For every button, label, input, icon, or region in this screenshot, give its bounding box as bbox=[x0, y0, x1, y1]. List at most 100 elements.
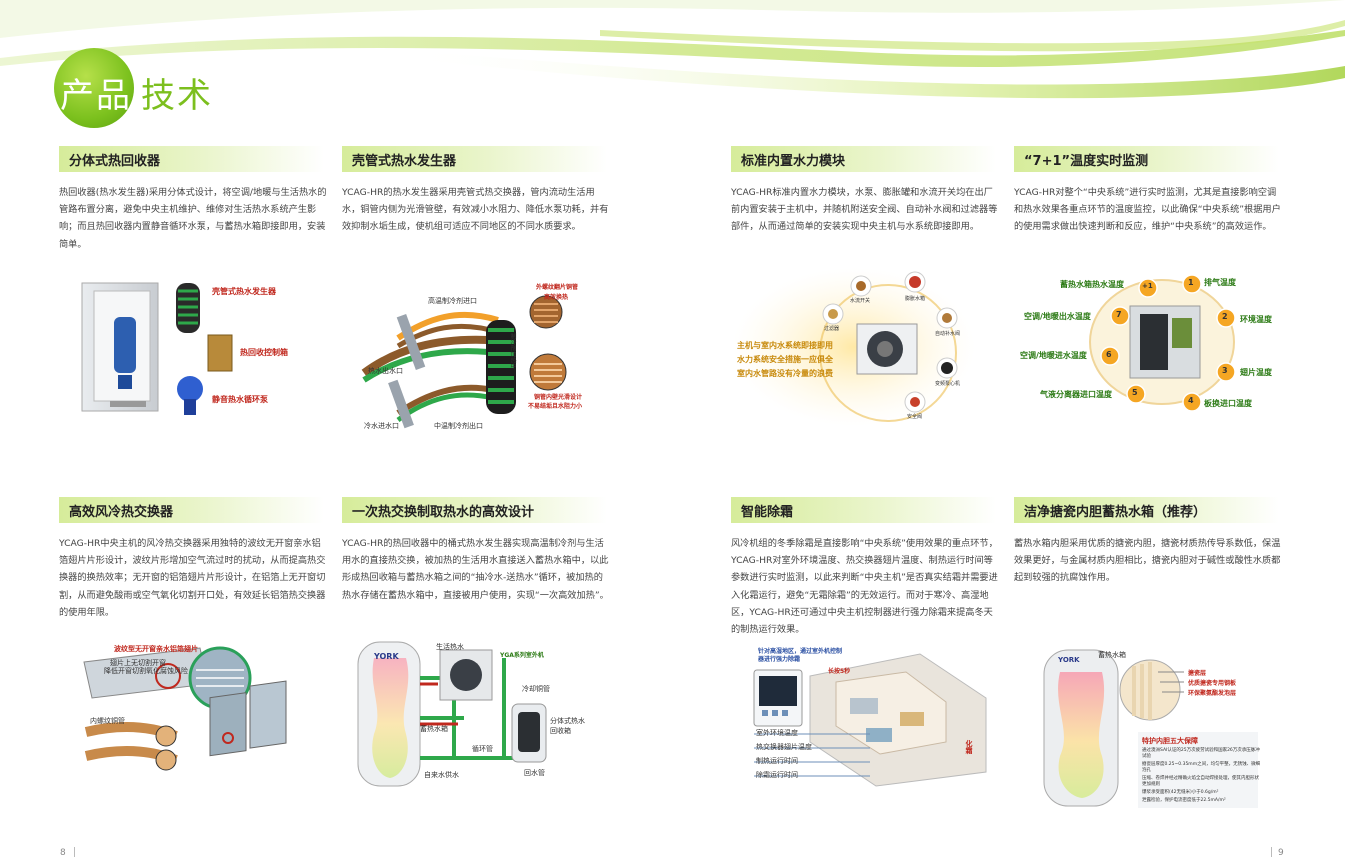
figure-caption: 室内水管路没有冷量的浪费 bbox=[737, 369, 833, 378]
temp-label: 空调/地暖出水温度 bbox=[1024, 312, 1091, 321]
figure-label: 不易结垢且水阻力小 bbox=[528, 403, 583, 410]
section-title-bar: 高效风冷热交换器 bbox=[59, 497, 324, 523]
section-smart-defrost: 智能除霜 风冷机组的冬季除霜是直接影响“中央系统”使用效果的重点环节，YCAG-… bbox=[731, 497, 1001, 638]
section-enamel-tank: 洁净搪瓷内胆蓄热水箱（推荐） 蓄热水箱内胆采用优质的搪瓷内胆，搪瓷材质热传导系数… bbox=[1014, 497, 1284, 587]
section-body: YCAG-HR的热回收器中的桶式热水发生器实现高温制冷剂与生活用水的直接热交换，… bbox=[342, 538, 609, 601]
figure-detail: 爆浆承受面积(42无缝米)小于0.6g/m² bbox=[1142, 790, 1219, 795]
figure-heat-recovery-unit: 壳管式热水发生器 热回收控制箱 静音热水循环泵 bbox=[80, 277, 312, 427]
figure-label: 热交换器翅片温度 bbox=[756, 743, 812, 751]
section-title-bar: 一次热交换制取热水的高效设计 bbox=[342, 497, 607, 523]
section-title-bar: 标准内置水力模块 bbox=[731, 146, 996, 172]
section-title: “7+1”温度实时监测 bbox=[1024, 154, 1149, 169]
temperature-diagram bbox=[1089, 274, 1236, 412]
figure-label: 过滤器 bbox=[824, 326, 840, 332]
temp-label: 板换进口温度 bbox=[1204, 399, 1252, 408]
figure-caption: 主机与室内水系统即接即用 bbox=[737, 341, 833, 350]
section-title: 壳管式热水发生器 bbox=[352, 154, 457, 169]
figure-label: 翅片上无切割开窗 bbox=[110, 659, 166, 667]
figure-label: 制热运行时间 bbox=[756, 757, 798, 765]
figure-label: 室外环境温度 bbox=[756, 729, 798, 737]
brand-logo: YORK bbox=[1058, 656, 1080, 664]
section-title-bar: “7+1”温度实时监测 bbox=[1014, 146, 1279, 172]
figure-detail: 通过澳洲SAI认证的25万次疲劳试验和国家26万次承压脉冲试验 bbox=[1142, 748, 1260, 759]
figure-label: 生活热水 bbox=[436, 643, 464, 651]
temp-label: 空调/地暖进水温度 bbox=[1020, 351, 1087, 360]
figure-label: 降低开窗切割氧化腐蚀风险 bbox=[104, 667, 188, 675]
header-title-part1: 产品 bbox=[60, 76, 132, 116]
figure-label: 水流开关 bbox=[850, 298, 871, 304]
section-single-heat-exchange: 一次热交换制取热水的高效设计 YCAG-HR的热回收器中的桶式热水发生器实现高温… bbox=[342, 497, 612, 604]
section-body: YCAG-HR标准内置水力模块，水泵、膨胀罐和水流开关均在出厂前内置安装于主机中… bbox=[731, 187, 998, 233]
badge-number: 3 bbox=[1222, 366, 1228, 375]
page-divider bbox=[1271, 847, 1272, 857]
figure-label: 化霜 bbox=[965, 740, 973, 754]
section-body: YCAG-HR中央主机的风冷热交换器采用独特的波纹无开窗亲水铝箔翅片片形设计，波… bbox=[59, 538, 326, 618]
section-title-bar: 分体式热回收器 bbox=[59, 146, 324, 172]
section-title: 分体式热回收器 bbox=[69, 154, 161, 169]
badge-number: 2 bbox=[1222, 312, 1228, 321]
section-title: 洁净搪瓷内胆蓄热水箱（推荐） bbox=[1024, 505, 1207, 520]
section-title: 智能除霜 bbox=[741, 505, 794, 520]
section-body: 热回收器(热水发生器)采用分体式设计，将空调/地暖与生活热水的管路布置分离，避免… bbox=[59, 187, 327, 250]
figure-label: 制冷剂加热中 bbox=[509, 333, 516, 369]
figure-label: 安全阀 bbox=[907, 414, 923, 420]
section-body: YCAG-HR对整个“中央系统”进行实时监测，尤其是直接影响空调和热水效果各重点… bbox=[1014, 187, 1281, 233]
temp-label: 气液分离器进口温度 bbox=[1040, 390, 1112, 399]
figure-label: 环保聚氨酯发泡层 bbox=[1188, 690, 1237, 697]
header-logo bbox=[54, 48, 140, 130]
figure-label: 自来水供水 bbox=[424, 771, 459, 779]
section-body: 风冷机组的冬季除霜是直接影响“中央系统”使用效果的重点环节，YCAG-HR对室外… bbox=[731, 538, 998, 636]
section-title: 标准内置水力模块 bbox=[741, 154, 846, 169]
figure-label: 分体式热水回收箱 bbox=[550, 717, 585, 735]
figure-shell-tube-generator: 高温制冷剂进口 外螺纹翻片铜管 高效换热 热水出水口 铜管内壁光滑设计 不易结垢… bbox=[358, 278, 594, 436]
figure-label: 自动补水阀 bbox=[935, 331, 961, 337]
section-hydraulic-module: 标准内置水力模块 YCAG-HR标准内置水力模块，水泵、膨胀罐和水流开关均在出厂… bbox=[731, 146, 1001, 236]
section-title-bar: 壳管式热水发生器 bbox=[342, 146, 607, 172]
figure-smart-defrost: 针对高湿地区，通过室外机控制器进行强力除霜 长按5秒 室外环境温度 热交换器翅片… bbox=[750, 642, 990, 788]
badge-number: 7 bbox=[1116, 310, 1122, 319]
shell-tube-illustration bbox=[361, 295, 567, 429]
figure-detail: 泄露检验，保护电流密度低于22.5mA/m² bbox=[1142, 798, 1226, 803]
figure-label: 变频泵心机 bbox=[935, 381, 961, 387]
heat-exchanger-illustration bbox=[83, 646, 287, 771]
figure-label: 铜管内壁光滑设计 bbox=[534, 394, 583, 401]
figure-label: 热回收控制箱 bbox=[240, 348, 288, 357]
section-body: 蓄热水箱内胆采用优质的搪瓷内胆，搪瓷材质热传导系数低，保温效果更好，与金属材质内… bbox=[1014, 538, 1281, 584]
figure-hydraulic-module: 主机与室内水系统即接即用 水力系统安全措施一应俱全 室内水管路没有冷量的浪费 水… bbox=[733, 268, 975, 426]
section-title: 高效风冷热交换器 bbox=[69, 505, 174, 520]
badge-number: 1 bbox=[1188, 278, 1194, 287]
figure-label: 针对高湿地区，通过室外机控制器进行强力除霜 bbox=[758, 648, 843, 663]
figure-enamel-tank: YORK 蓄热水箱 搪瓷层 优质搪瓷专用钢板 环保聚氨酯发泡层 特护内胆五大保障… bbox=[1038, 646, 1266, 810]
section-shell-tube-generator: 壳管式热水发生器 YCAG-HR的热水发生器采用壳管式热交换器，管内流动生活用水… bbox=[342, 146, 612, 236]
figure-label: 长按5秒 bbox=[828, 668, 851, 675]
badge-number: 6 bbox=[1106, 350, 1112, 359]
header-title-part2: 技术 bbox=[141, 76, 213, 116]
figure-label: 静音热水循环泵 bbox=[212, 395, 268, 404]
figure-caption: 水力系统安全措施一应俱全 bbox=[737, 355, 833, 364]
figure-label: 外螺纹翻片铜管 bbox=[536, 284, 579, 291]
temp-label: 翅片温度 bbox=[1240, 368, 1272, 377]
figure-label: 冷水进水口 bbox=[364, 422, 399, 430]
figure-label: 高温制冷剂进口 bbox=[428, 297, 477, 305]
figure-label: 蓄热水箱 bbox=[1098, 651, 1126, 659]
leaf-circle-icon bbox=[54, 48, 134, 128]
temp-label: 排气温度 bbox=[1204, 278, 1236, 287]
badge-number: 5 bbox=[1132, 388, 1138, 397]
figure-heading: 特护内胆五大保障 bbox=[1142, 737, 1198, 745]
enamel-tank-illustration bbox=[1043, 649, 1258, 808]
figure-label: 中温制冷剂出口 bbox=[434, 422, 483, 430]
section-air-heat-exchanger: 高效风冷热交换器 YCAG-HR中央主机的风冷热交换器采用独特的波纹无开窗亲水铝… bbox=[59, 497, 329, 621]
page-divider bbox=[74, 847, 75, 857]
figure-label: 内螺纹铜管 bbox=[90, 717, 125, 725]
figure-label: 热水出水口 bbox=[368, 367, 403, 375]
figure-label: YGA系列室外机 bbox=[500, 652, 544, 659]
figure-label: 除霜运行时间 bbox=[756, 771, 798, 779]
brand-logo: YORK bbox=[374, 652, 399, 661]
figure-air-heat-exchanger: 波纹型无开窗亲水铝箔翅片 翅片上无切割开窗 降低开窗切割氧化腐蚀风险 内螺纹铜管 bbox=[80, 640, 298, 780]
figure-label: 冷却铜管 bbox=[522, 685, 550, 693]
temp-label: 蓄热水箱热水温度 bbox=[1060, 280, 1124, 289]
section-split-heat-recovery: 分体式热回收器 热回收器(热水发生器)采用分体式设计，将空调/地暖与生活热水的管… bbox=[59, 146, 329, 253]
figure-label: 优质搪瓷专用钢板 bbox=[1188, 680, 1237, 687]
defrost-illustration bbox=[753, 653, 987, 787]
temp-label: 环境温度 bbox=[1240, 315, 1272, 324]
